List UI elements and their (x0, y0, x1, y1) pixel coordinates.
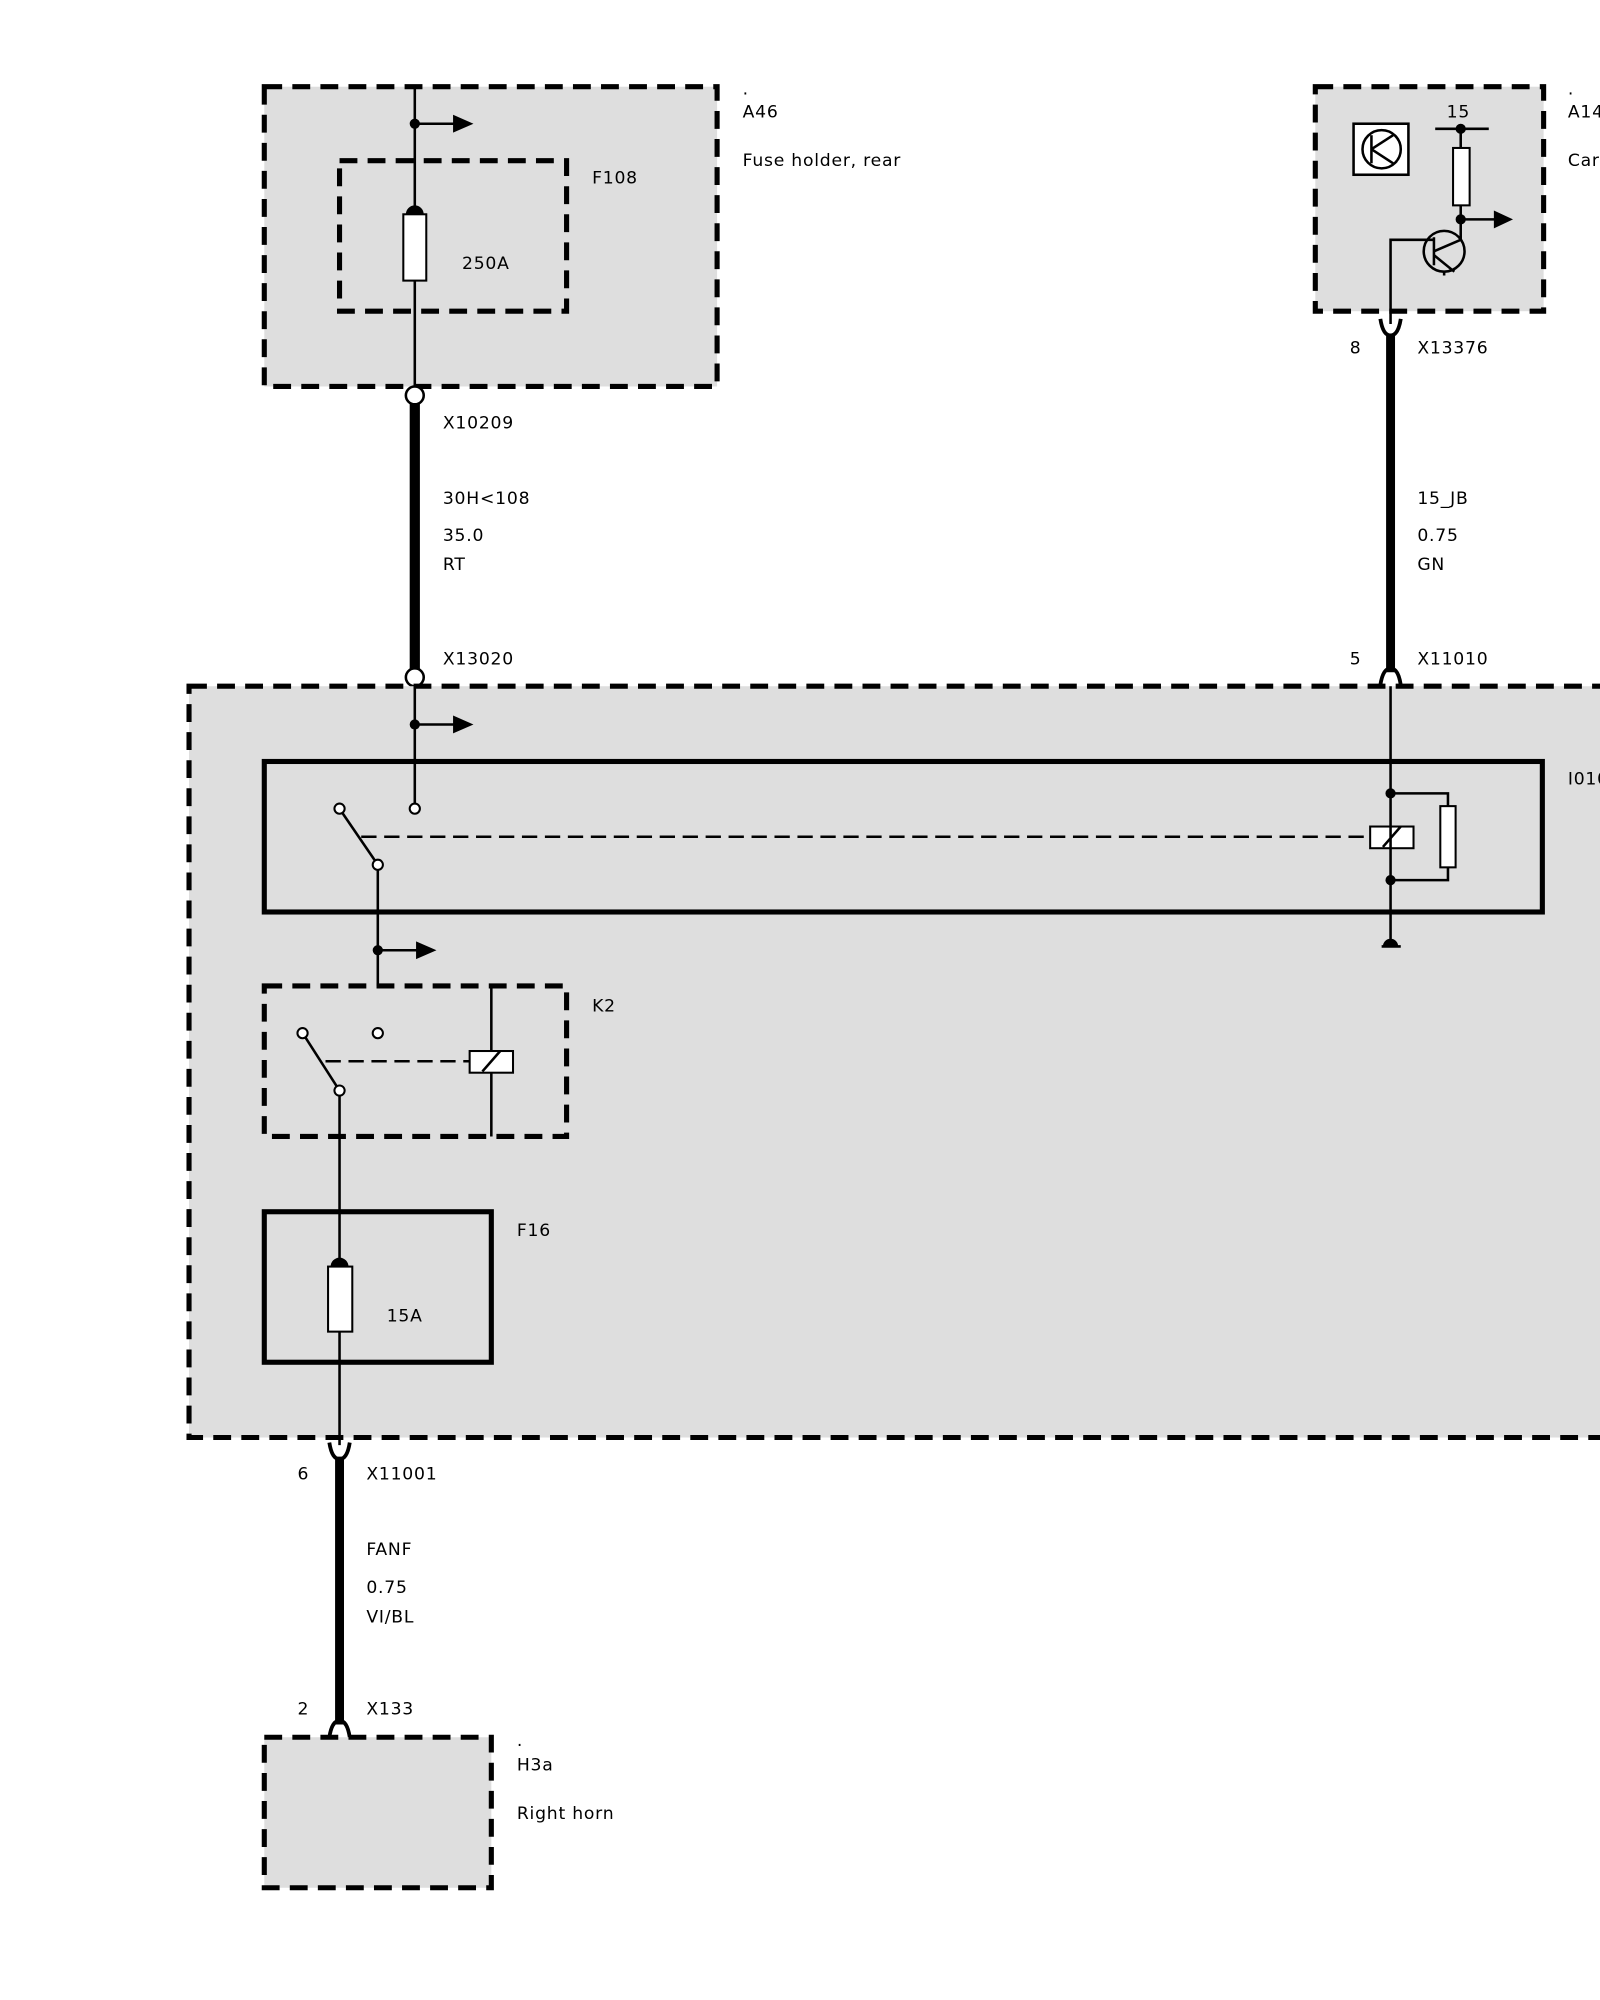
connector-x11010-label: X11010 (1417, 650, 1488, 670)
a46-dot: . (743, 79, 749, 99)
f108-id: F108 (592, 169, 638, 189)
wire-w1-color: RT (443, 555, 466, 575)
f108-box (336, 158, 570, 314)
a14-output-wire (1389, 238, 1434, 324)
transistor-icon (1352, 122, 1410, 177)
connector-x11010-cap (1378, 666, 1403, 686)
wire-w1-signal: 30H<108 (443, 489, 530, 509)
connector-x133-cap (327, 1718, 352, 1738)
connector-x13376-label: X13376 (1417, 338, 1488, 358)
arrow-right-icon (377, 941, 437, 960)
connector-x10209-label: X10209 (443, 414, 514, 434)
arrow-right-icon (1460, 210, 1514, 229)
i010-box (261, 758, 1545, 915)
resistor-icon (1439, 805, 1457, 869)
a46-junction-dot (409, 118, 420, 129)
ground-icon (1381, 938, 1401, 948)
h3a-name: Right horn (517, 1804, 615, 1824)
i010-id: I010 (1568, 769, 1600, 789)
wire-w3-signal: FANF (366, 1540, 412, 1560)
f16-rating: 15A (387, 1306, 423, 1326)
relay-coil-icon (468, 1050, 515, 1074)
connector-x13020-label: X13020 (443, 650, 514, 670)
wire-w1-size: 35.0 (443, 526, 484, 546)
arrow-right-icon (414, 114, 474, 133)
h3a-box (261, 1734, 494, 1891)
a46-name: Fuse holder, rear (743, 151, 902, 171)
h3a-id: H3a (517, 1755, 554, 1775)
k2-id: K2 (592, 996, 616, 1016)
resistor-icon (1452, 146, 1471, 207)
connector-x10209-pin (404, 385, 426, 406)
f108-rating: 250A (462, 254, 510, 274)
i010-resistor-branch (1390, 792, 1450, 882)
fuse-icon (327, 1257, 354, 1333)
a14-id: A14 (1568, 102, 1600, 122)
wire-w2-color: GN (1417, 555, 1445, 575)
connector-x133-label: X133 (366, 1699, 414, 1719)
wire-w3-size: 0.75 (366, 1578, 407, 1598)
h3a-dot: . (517, 1731, 523, 1751)
a14-terminal-label: 15 (1447, 102, 1470, 122)
switch-contact-icon (333, 802, 421, 871)
wire-w3-color: VI/BL (366, 1607, 414, 1627)
wire-w2-size: 0.75 (1417, 526, 1458, 546)
fuse-icon (402, 205, 428, 282)
wire-w2-signal: 15_JB (1417, 489, 1468, 509)
connector-x13376-pin: 8 (1350, 338, 1362, 358)
k2-box (261, 983, 570, 1140)
connector-x13020-pin (404, 667, 426, 688)
f16-box (261, 1209, 494, 1365)
connector-x133-pin: 2 (297, 1699, 309, 1719)
f16-id: F16 (517, 1221, 551, 1241)
arrow-right-icon (414, 715, 474, 734)
a46-id: A46 (743, 102, 779, 122)
a14-dot: . (1568, 79, 1574, 99)
a14-name: Car (1568, 151, 1600, 171)
connector-x11001-pin: 6 (297, 1465, 309, 1485)
switch-contact-icon (296, 1027, 384, 1097)
connector-x11010-pin: 5 (1350, 650, 1362, 670)
a14-box (1312, 84, 1547, 314)
connector-x11001-label: X11001 (366, 1465, 437, 1485)
transistor-icon (1422, 229, 1466, 276)
